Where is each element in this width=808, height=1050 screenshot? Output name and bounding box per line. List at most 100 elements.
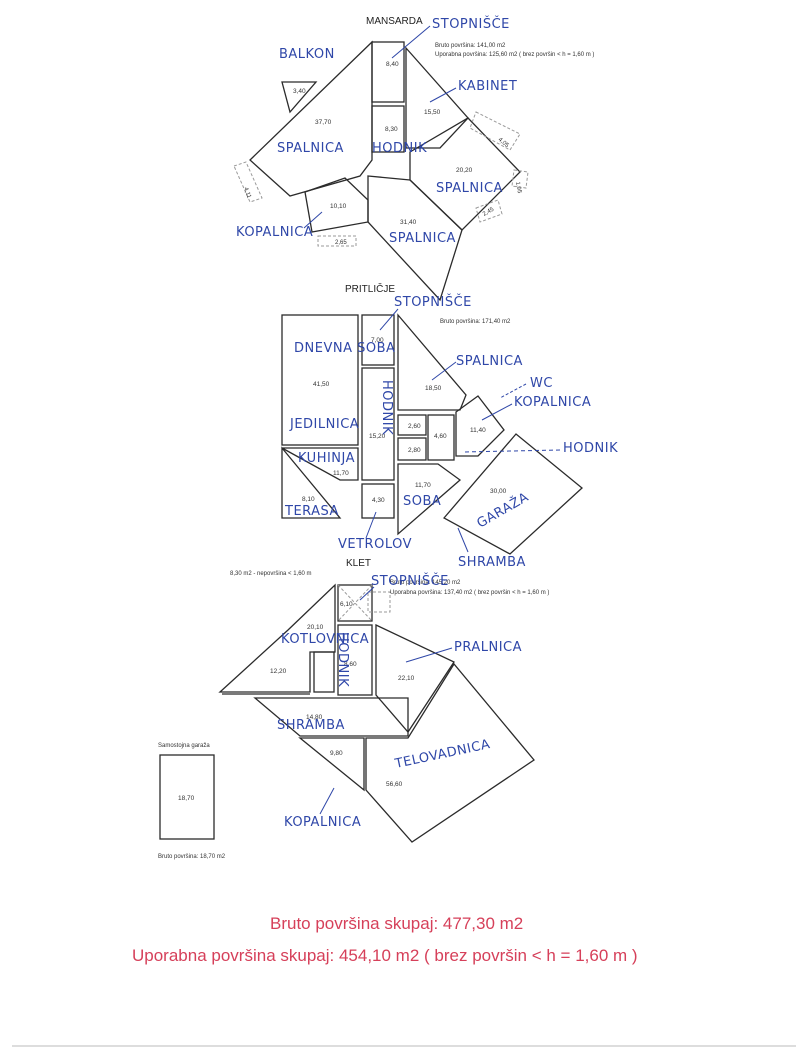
- pritlicje-label-jedilnica: JEDILNICA: [289, 417, 359, 432]
- mansarda-bottom-spalnica: [367, 175, 463, 302]
- mansarda-label-spalnica-right: SPALNICA: [436, 181, 503, 196]
- pritlicje-stair: [361, 314, 395, 366]
- mansarda-bruto: Bruto površina: 141,00 m2: [435, 43, 506, 49]
- garage-outline: [159, 754, 215, 840]
- pritlicje-area-wc: 2,60: [408, 423, 421, 430]
- pritlicje-area-garaza: 30,00: [490, 488, 507, 495]
- klet-label-stopnisce: STOPNIŠČE: [371, 573, 449, 589]
- pritlicje-label-shramba: SHRAMBA: [458, 555, 526, 570]
- mansarda-area-balkon: 3,40: [293, 88, 306, 95]
- klet-leader-stopnisce: [359, 586, 375, 601]
- mansarda-dim-box-5: [511, 169, 529, 189]
- mansarda-uporabna: Uporabna površina: 125,60 m2 ( brez povr…: [435, 52, 594, 58]
- pritlicje-leader-shramba: [457, 527, 469, 553]
- klet-shramba-inner: [313, 651, 335, 693]
- pritlicje-label-garaza: GARAŽA: [474, 489, 532, 531]
- pritlicje-area-terasa: 8,10: [302, 496, 315, 503]
- klet-leader-pralnica: [405, 647, 453, 663]
- mansarda-leader-kabinet: [429, 87, 457, 103]
- pritlicje-garaza: [442, 433, 583, 555]
- mansarda-dim-1: 4,05: [497, 137, 510, 150]
- klet-hodnik: [337, 624, 373, 696]
- pritlicje-label-hodnik-main: HODNIK: [379, 380, 394, 435]
- klet-dim-box: [367, 591, 391, 613]
- mansarda-dim-4: 2,45: [482, 206, 496, 217]
- pritlicje-kopalnica-small: [427, 414, 455, 461]
- pritlicje-area-soba: 11,70: [415, 482, 431, 489]
- mansarda-dim-box-3: [317, 235, 357, 247]
- pritlicje-vetrolov: [361, 483, 395, 519]
- mansarda-area-spalnica-bottom: 31,40: [400, 219, 417, 226]
- total-bruto: Bruto površina skupaj: 477,30 m2: [270, 914, 523, 933]
- klet-stair-void: [337, 584, 373, 622]
- pritlicje-leader-vetrolov: [365, 511, 377, 539]
- pritlicje-area-hodnik-small: 2,80: [408, 447, 421, 454]
- mansarda-area-spalnica-right: 20,20: [456, 167, 473, 174]
- garage-plan: Samostojna garaža 18,70 Bruto površina: …: [158, 743, 226, 860]
- mansarda-label-balkon: BALKON: [279, 47, 335, 62]
- pritlicje-area-kopalnica-small: 4,60: [434, 433, 447, 440]
- pritlicje-label-hodnik-right: HODNIK: [563, 441, 618, 456]
- pritlicje-title: PRITLIČJE: [345, 282, 395, 295]
- klet-area-pralnica: 22,10: [398, 675, 415, 682]
- pritlicje-area-kopalnica: 11,40: [470, 427, 486, 434]
- mansarda-plan: MANSARDA Bruto površina: 141,00 m2 Upora…: [233, 16, 594, 302]
- klet-area-kopalnica: 9,80: [330, 750, 343, 757]
- mansarda-area-spalnica-left: 37,70: [315, 119, 332, 126]
- pritlicje-label-soba: SOBA: [403, 494, 441, 509]
- pritlicje-area-stair: 7,00: [371, 337, 384, 344]
- pritlicje-label-stopnisce: STOPNIŠČE: [394, 294, 472, 310]
- mansarda-kabinet: [405, 46, 469, 149]
- klet-label-kotlovnica: KOTLOVNICA: [281, 632, 369, 647]
- mansarda-dim-box-2: [233, 161, 263, 203]
- pritlicje-plan: PRITLIČJE Bruto površina: 171,40 m2 7,00…: [281, 282, 618, 570]
- pritlicje-label-kopalnica: KOPALNICA: [514, 395, 591, 410]
- pritlicje-leader-spalnica: [431, 361, 457, 381]
- klet-label-shramba: SHRAMBA: [277, 718, 345, 733]
- pritlicje-wc: [397, 414, 427, 436]
- mansarda-right-spalnica: [409, 117, 521, 231]
- pritlicje-area-spalnica: 18,50: [425, 385, 442, 392]
- pritlicje-area-vetrolov: 4,30: [372, 497, 385, 504]
- garage-bruto: Bruto površina: 18,70 m2: [158, 854, 226, 860]
- klet-title: KLET: [346, 558, 371, 569]
- klet-label-telovadnica: TELOVADNICA: [393, 737, 492, 772]
- mansarda-dim-box-1: [469, 111, 521, 151]
- mansarda-label-spalnica-bottom: SPALNICA: [389, 231, 456, 246]
- pritlicje-hodnik-main: [361, 367, 395, 481]
- pritlicje-kuhinja: [281, 447, 359, 481]
- pritlicje-label-spalnica: SPALNICA: [456, 354, 523, 369]
- klet-label-kopalnica: KOPALNICA: [284, 815, 361, 830]
- pritlicje-label-dnevna: DNEVNA SOBA: [294, 341, 395, 356]
- klet-bruto: Bruto površina: 145,20 m2: [390, 580, 461, 586]
- klet-label-hodnik: HODNIK: [335, 632, 350, 687]
- mansarda-hodnik: [371, 105, 405, 153]
- mansarda-label-spalnica-left: SPALNICA: [277, 141, 344, 156]
- pritlicje-spalnica: [397, 313, 467, 411]
- klet-area-stair: 6,10: [340, 601, 353, 608]
- mansarda-left-wing: [249, 40, 373, 197]
- pritlicje-soba: [397, 463, 462, 536]
- pritlicje-dnevna: [281, 314, 359, 446]
- mansarda-label-stopnisce: STOPNIŠČE: [432, 16, 510, 32]
- pritlicje-label-kuhinja: KUHINJA: [298, 451, 355, 466]
- klet-note: 8,30 m2 - nepovršina < 1,60 m: [230, 571, 312, 577]
- pritlicje-hodnik-small: [397, 437, 427, 461]
- klet-leader-kopalnica: [319, 787, 335, 815]
- pritlicje-label-terasa: TERASA: [284, 504, 339, 519]
- pritlicje-label-vetrolov: VETROLOV: [338, 537, 412, 552]
- mansarda-leader-kopalnica: [303, 211, 323, 229]
- mansarda-dim-2: 4,11: [242, 187, 252, 200]
- klet-telovadnica: [365, 662, 535, 843]
- mansarda-label-kabinet: KABINET: [458, 79, 517, 94]
- mansarda-label-kopalnica: KOPALNICA: [236, 225, 313, 240]
- total-uporabna: Uporabna površina skupaj: 454,10 m2 ( br…: [132, 946, 638, 965]
- mansarda-label-hodnik: HODNIK: [372, 141, 427, 156]
- totals: Bruto površina skupaj: 477,30 m2 Uporabn…: [132, 914, 638, 965]
- mansarda-dim-3: 2,65: [335, 240, 347, 246]
- pritlicje-bruto: Bruto površina: 171,40 m2: [440, 319, 511, 325]
- klet-area-kotel-left: 12,20: [270, 668, 287, 675]
- garage-title: Samostojna garaža: [158, 743, 210, 749]
- mansarda-area-kabinet: 15,50: [424, 109, 441, 116]
